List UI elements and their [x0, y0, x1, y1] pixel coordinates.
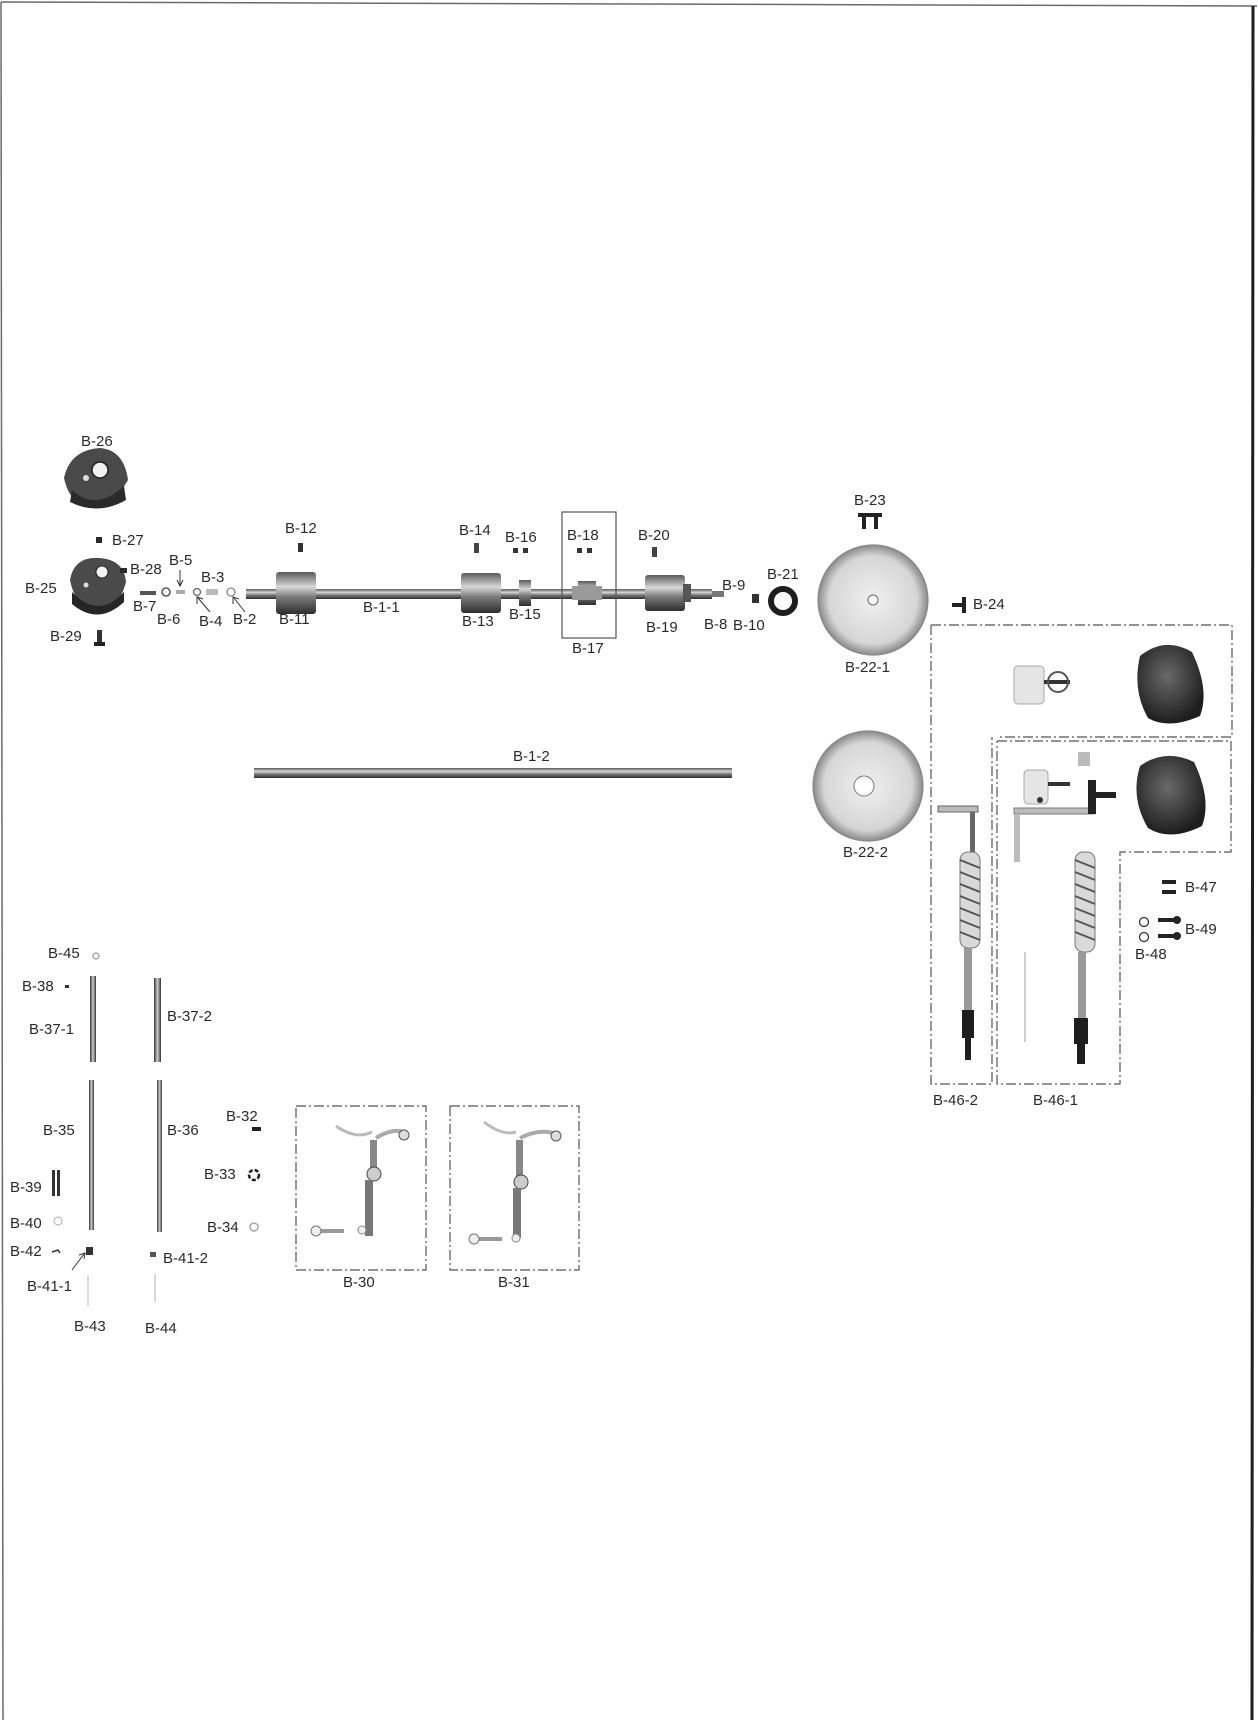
label-b7: B-7 — [133, 598, 157, 615]
label-b10: B-10 — [733, 617, 765, 634]
label-b32: B-32 — [226, 1108, 258, 1125]
label-b36: B-36 — [167, 1122, 199, 1139]
part-b33-ring — [247, 1168, 261, 1182]
label-b31: B-31 — [498, 1274, 530, 1291]
label-b29: B-29 — [50, 628, 82, 645]
label-b25: B-25 — [25, 580, 57, 597]
label-b35: B-35 — [43, 1122, 75, 1139]
label-b22-1: B-22-1 — [845, 659, 891, 676]
label-b22-2: B-22-2 — [843, 844, 889, 861]
part-b1-1-shaft-assembly — [246, 543, 759, 614]
label-b41-2: B-41-2 — [163, 1250, 209, 1267]
part-b27-pin — [96, 537, 102, 543]
label-b37-2: B-37-2 — [167, 1008, 213, 1025]
part-b30-linkage — [310, 1124, 410, 1237]
part-b6-washer — [161, 587, 171, 597]
label-b38: B-38 — [22, 978, 54, 995]
label-b1-1: B-1-1 — [363, 599, 400, 616]
label-b33: B-33 — [204, 1166, 236, 1183]
label-b40: B-40 — [10, 1215, 42, 1232]
label-b47: B-47 — [1185, 879, 1217, 896]
part-vertical-rods — [51, 952, 162, 1306]
part-b22-1-disc — [817, 544, 929, 656]
part-b46-knobs — [1013, 644, 1206, 835]
part-b26-cam — [64, 448, 128, 509]
label-b37-1: B-37-1 — [29, 1021, 75, 1038]
label-b45: B-45 — [48, 945, 80, 962]
part-b7-shaft — [140, 591, 156, 595]
part-b24-screw — [952, 597, 966, 613]
label-b23: B-23 — [854, 492, 886, 509]
label-b26: B-26 — [81, 433, 113, 450]
part-b29-screw — [94, 630, 105, 646]
label-b15: B-15 — [509, 606, 541, 623]
label-b49: B-49 — [1185, 921, 1217, 938]
part-b3-bushing — [206, 589, 218, 595]
label-b4: B-4 — [199, 613, 223, 630]
part-b4-ring — [192, 587, 202, 597]
part-b46-spring-handles — [937, 752, 1116, 1064]
part-b2-washer — [226, 587, 236, 597]
part-b28-key — [120, 568, 127, 573]
label-b6: B-6 — [157, 611, 181, 628]
label-b27: B-27 — [112, 532, 144, 549]
part-b32-key — [252, 1127, 261, 1131]
label-b24: B-24 — [973, 596, 1005, 613]
label-b20: B-20 — [638, 527, 670, 544]
label-b8: B-8 — [704, 616, 728, 633]
label-b17: B-17 — [572, 640, 604, 657]
page-border-top — [0, 1, 1258, 7]
part-b47-b49-fasteners — [1138, 880, 1181, 943]
part-b22-2-disc — [812, 730, 924, 842]
part-b46-frames — [930, 624, 1233, 1085]
page-border-right — [1250, 5, 1255, 1720]
label-b13: B-13 — [462, 613, 494, 630]
label-b30: B-30 — [343, 1274, 375, 1291]
label-b16: B-16 — [505, 529, 537, 546]
label-b48: B-48 — [1135, 946, 1167, 963]
label-b14: B-14 — [459, 522, 491, 539]
part-b23-screws — [858, 513, 882, 529]
page-border-left — [0, 1, 4, 1720]
part-b21-ring — [768, 586, 798, 616]
label-b41-1: B-41-1 — [27, 1278, 73, 1295]
label-b46-1: B-46-1 — [1033, 1092, 1079, 1109]
label-b28: B-28 — [130, 561, 162, 578]
label-b19: B-19 — [646, 619, 678, 636]
label-b46-2: B-46-2 — [933, 1092, 979, 1109]
label-b11: B-11 — [279, 611, 310, 628]
part-b34-washer — [249, 1222, 259, 1232]
label-b42: B-42 — [10, 1243, 42, 1260]
label-b12: B-12 — [285, 520, 317, 537]
label-b5: B-5 — [169, 552, 193, 569]
label-b2: B-2 — [233, 611, 257, 628]
label-b18: B-18 — [567, 527, 599, 544]
label-b34: B-34 — [207, 1219, 239, 1236]
part-b17-frame — [561, 511, 617, 639]
label-b1-2: B-1-2 — [513, 748, 550, 765]
label-b21: B-21 — [767, 566, 799, 583]
label-b3: B-3 — [201, 569, 225, 586]
part-b31-linkage — [468, 1120, 562, 1245]
part-b5-pin — [176, 590, 185, 594]
part-b1-2-shaft — [254, 768, 732, 778]
leader-lines — [176, 570, 246, 613]
part-b25-cam — [70, 557, 126, 615]
label-b43: B-43 — [74, 1318, 106, 1335]
part-b30-b31-frames — [295, 1105, 580, 1271]
label-b39: B-39 — [10, 1179, 42, 1196]
label-b9: B-9 — [722, 577, 746, 594]
label-b44: B-44 — [145, 1320, 177, 1337]
